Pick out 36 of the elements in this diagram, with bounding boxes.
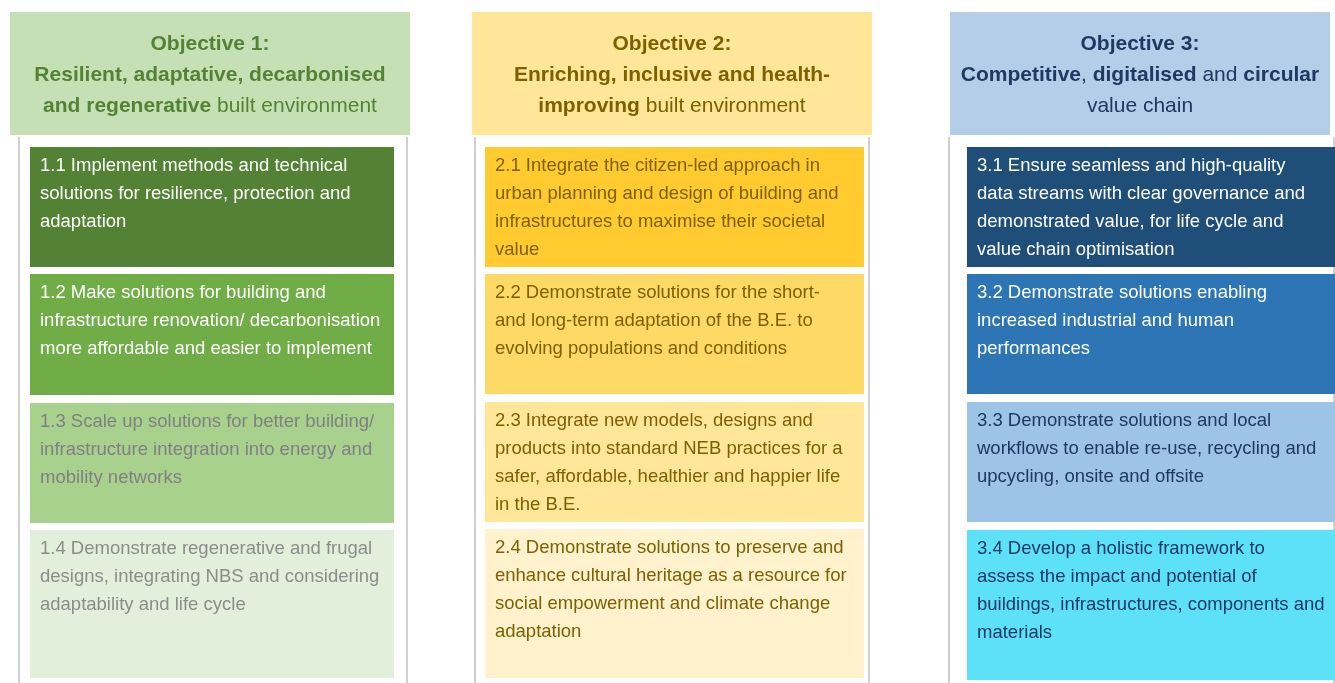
action-box [967, 530, 1335, 680]
objective-number: Objective 2: [612, 30, 732, 56]
action-box [967, 274, 1335, 394]
action-box [485, 147, 864, 267]
action-box [967, 402, 1335, 522]
objective-number: Objective 3: [1080, 30, 1200, 56]
objective-title: Enriching, inclusive and health-improving built environment [512, 61, 832, 118]
objective-header [950, 12, 1330, 135]
action-text: 3.1 Ensure seamless and high-quality data streams with clear governance and demonstrated value, for life cycle and value chain optimisation [977, 153, 1307, 261]
action-text: 3.3 Demonstrate solutions and local workflows to enable re-use, recycling and upcycling, onsite and offsite [977, 408, 1318, 488]
action-text: 3.4 Develop a holistic framework to assess the impact and potential of buildings, infrastructures, components and materials [977, 536, 1325, 644]
column-frame [18, 137, 408, 683]
action-text: 1.3 Scale up solutions for better building/ infrastructure integration into energy and mobility networks [40, 409, 376, 489]
action-box [30, 147, 394, 267]
action-text: 1.2 Make solutions for building and infrastructure renovation/ decarbonisation more affordable and easier to implement [40, 280, 382, 360]
action-box [30, 530, 394, 678]
action-text: 2.2 Demonstrate solutions for the short- and long-term adaptation of the B.E. to evolving populations and conditions [495, 280, 821, 360]
objective-number: Objective 1: [150, 30, 270, 56]
objective-header [10, 12, 410, 135]
action-box [967, 147, 1335, 267]
action-text: 3.2 Demonstrate solutions enabling increased industrial and human performances [977, 280, 1268, 360]
action-text: 2.1 Integrate the citizen-led approach in urban planning and design of building and infrastructures to maximise their societal value [495, 153, 840, 261]
action-box [485, 529, 864, 678]
action-box [485, 402, 864, 522]
objective-header [472, 12, 872, 135]
column-frame [948, 137, 1335, 683]
action-box [485, 274, 864, 394]
action-box [30, 403, 394, 523]
column-frame [474, 137, 870, 683]
objective-title: Competitive, digitalised and circular value chain [959, 61, 1321, 118]
action-text: 1.1 Implement methods and technical solutions for resilience, protection and adaptation [40, 153, 352, 233]
action-box [30, 274, 394, 395]
action-text: 1.4 Demonstrate regenerative and frugal designs, integrating NBS and considering adaptability and life cycle [40, 536, 381, 616]
action-text: 2.4 Demonstrate solutions to preserve and enhance cultural heritage as a resource for social empowerment and climate change adaptation [495, 535, 848, 643]
action-text: 2.3 Integrate new models, designs and products into standard NEB practices for a safer, affordable, healthier and happier life in the B.E. [495, 408, 844, 516]
objective-title: Resilient, adaptative, decarbonised and regenerative built environment [33, 61, 387, 118]
